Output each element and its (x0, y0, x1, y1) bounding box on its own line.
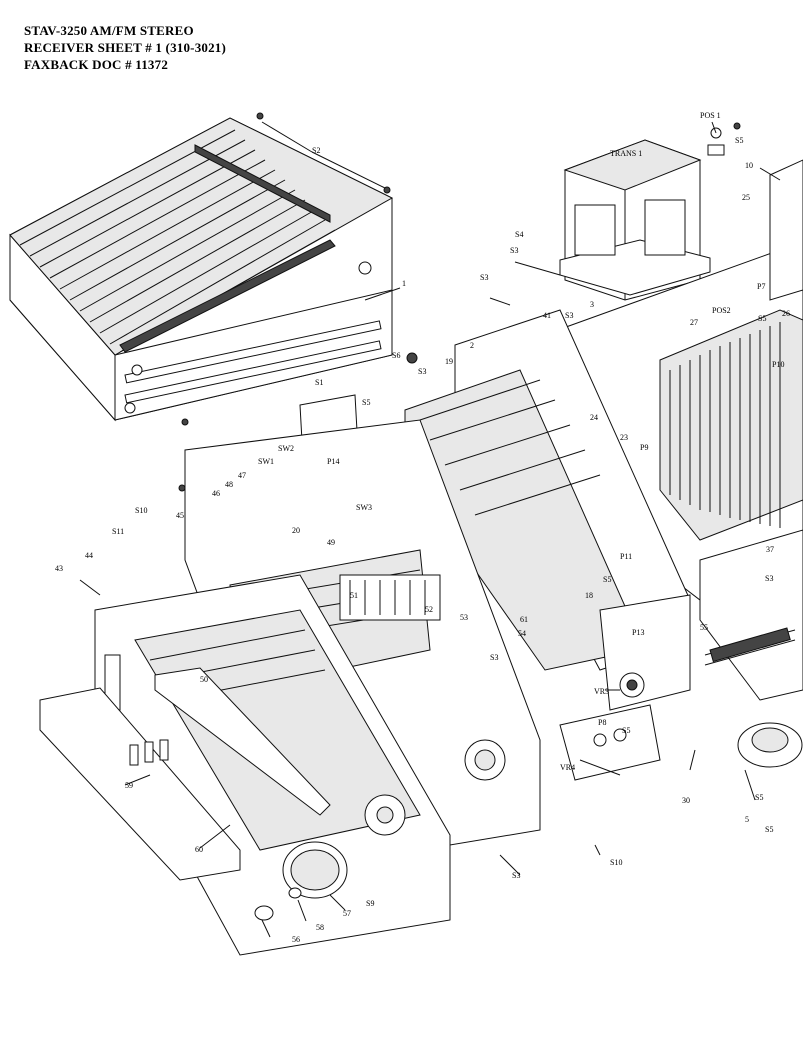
top-cover (9, 112, 418, 492)
label-s2: S2 (312, 146, 320, 155)
label-45: 45 (176, 511, 184, 520)
label-1: 1 (402, 279, 406, 288)
label-43: 43 (55, 564, 63, 573)
label-48: 48 (225, 480, 233, 489)
label-s3f: S3 (490, 653, 498, 662)
label-18: 18 (585, 591, 593, 600)
label-s3a: S3 (418, 367, 426, 376)
header-faxback-doc: FAXBACK DOC # 11372 (24, 57, 169, 72)
leader-lines (79, 121, 781, 938)
label-p14: P14 (327, 457, 339, 466)
label-44: 44 (85, 551, 93, 560)
label-s5d: S5 (603, 575, 611, 584)
label-10: 10 (745, 161, 753, 170)
label-s5a: S5 (362, 398, 370, 407)
label-p8: P8 (598, 718, 606, 727)
label-30: 30 (682, 796, 690, 805)
label-s4: S4 (515, 230, 523, 239)
label-5: 5 (745, 815, 749, 824)
label-p9: P9 (640, 443, 648, 452)
label-53: 53 (460, 613, 468, 622)
label-52: 52 (425, 605, 433, 614)
label-37: 37 (766, 545, 774, 554)
label-46: 46 (212, 489, 220, 498)
label-s5f: S5 (755, 793, 763, 802)
front-trim (39, 667, 331, 881)
label-s3c: S3 (480, 273, 488, 282)
label-20: 20 (292, 526, 300, 535)
label-s9: S9 (366, 899, 374, 908)
label-sw3: SW3 (356, 503, 372, 512)
label-s1: S1 (315, 378, 323, 387)
label-s10a: S10 (135, 506, 147, 515)
label-s5e: S5 (622, 726, 630, 735)
label-p7: P7 (757, 282, 765, 291)
label-61: 61 (520, 615, 528, 624)
label-50: 50 (200, 675, 208, 684)
label-s3e: S3 (765, 574, 773, 583)
document-header: STAV-3250 AM/FM STEREO RECEIVER SHEET # … (24, 22, 226, 73)
label-s10b: S10 (610, 858, 622, 867)
label-s5g: S5 (765, 825, 773, 834)
label-54: 54 (518, 629, 526, 638)
main-pcb-bracket (404, 309, 691, 781)
label-3: 3 (590, 300, 594, 309)
label-s6: S6 (392, 351, 400, 360)
label-57: 57 (343, 909, 351, 918)
label-pos2: POS2 (712, 306, 731, 315)
label-p11: P11 (620, 552, 632, 561)
label-pos1: POS 1 (700, 111, 721, 120)
label-s3g: S3 (512, 871, 520, 880)
label-vr3: VR3 (594, 687, 609, 696)
label-56: 56 (292, 935, 300, 944)
label-p13: P13 (632, 628, 644, 637)
label-s3d: S3 (565, 311, 573, 320)
label-49: 49 (327, 538, 335, 547)
label-sw2: SW2 (278, 444, 294, 453)
label-sw1: SW1 (258, 457, 274, 466)
label-24: 24 (590, 413, 598, 422)
label-58: 58 (316, 923, 324, 932)
header-sheet-number: RECEIVER SHEET # 1 (310-3021) (24, 40, 227, 55)
label-s5c: S5 (758, 314, 766, 323)
label-25: 25 (742, 193, 750, 202)
label-s5b: S5 (735, 136, 743, 145)
label-27: 27 (690, 318, 698, 327)
label-47: 47 (238, 471, 246, 480)
label-23: 23 (620, 433, 628, 442)
label-s3b: S3 (510, 246, 518, 255)
label-41: 41 (543, 311, 551, 320)
part-labels: S2 1 S6 S3 S1 S5 TRANS 1 POS 1 S5 10 25 … (55, 111, 790, 944)
label-60: 60 (195, 845, 203, 854)
header-model-title: STAV-3250 AM/FM STEREO (24, 23, 194, 38)
label-s11: S11 (112, 527, 124, 536)
volume-knob (254, 841, 348, 921)
label-p10: P10 (772, 360, 784, 369)
label-19: 19 (445, 357, 453, 366)
label-59: 59 (125, 781, 133, 790)
power-transformer (559, 122, 741, 301)
label-vr4: VR4 (560, 763, 575, 772)
label-51: 51 (350, 591, 358, 600)
label-trans1: TRANS 1 (610, 149, 642, 158)
label-26: 26 (782, 309, 790, 318)
label-2: 2 (470, 341, 474, 350)
label-55: 55 (700, 623, 708, 632)
